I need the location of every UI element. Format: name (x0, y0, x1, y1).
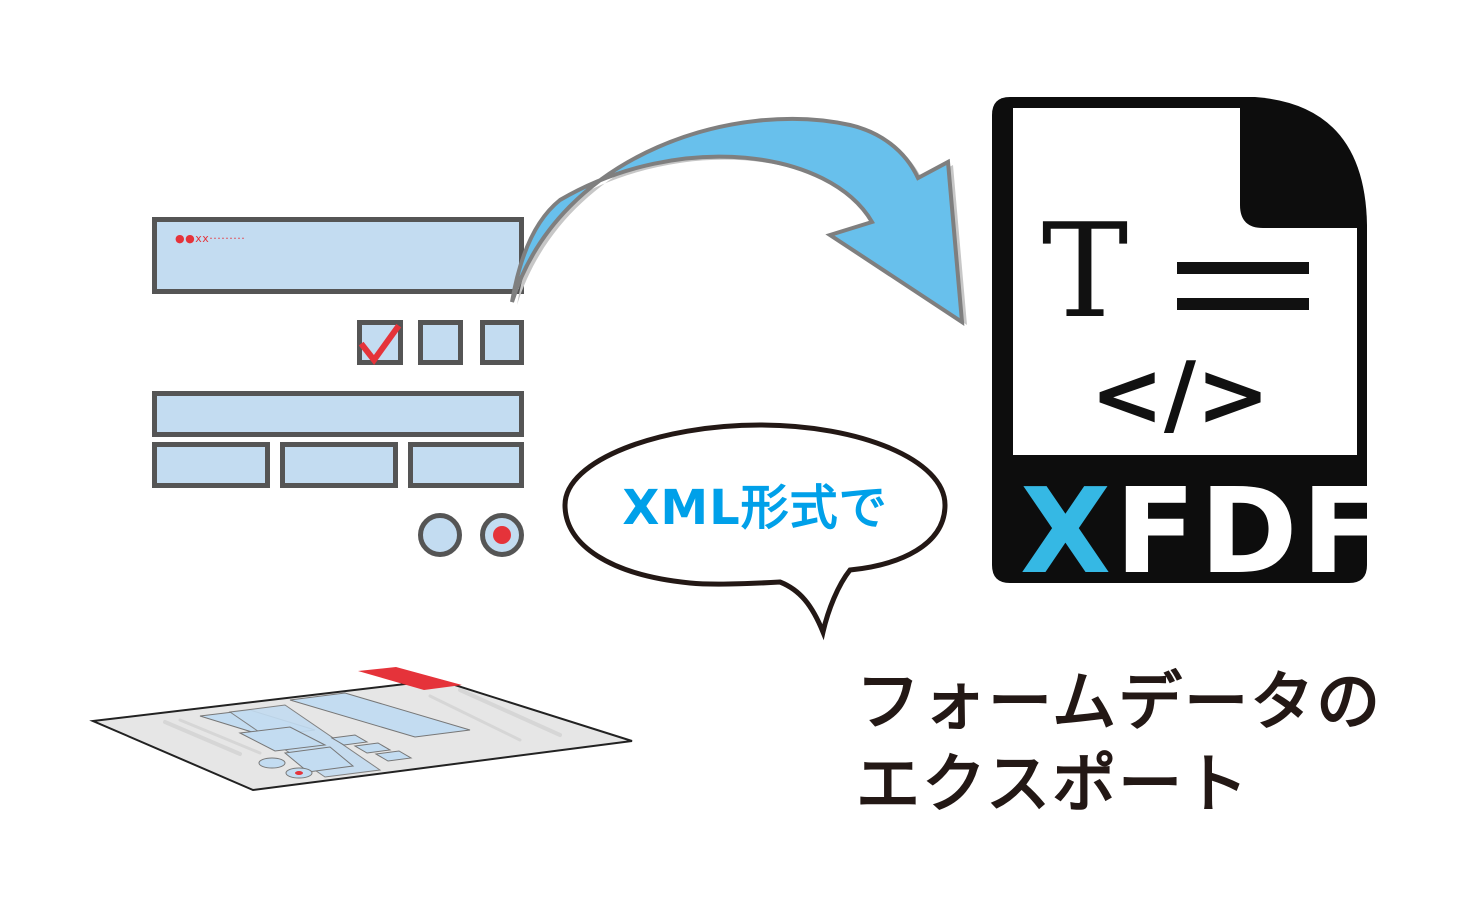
field-hint-text: ●●xx········· (175, 232, 246, 245)
text-field-small-3 (408, 442, 524, 488)
text-field-small-1 (152, 442, 270, 488)
xfdf-label: XFDF (1020, 472, 1382, 590)
caption: フォームデータの エクスポート (856, 662, 1382, 826)
svg-text:T: T (1042, 195, 1129, 347)
checkmark-icon (358, 323, 402, 365)
code-tag-icon: </> (1090, 343, 1270, 446)
checkbox-3 (480, 320, 524, 365)
radio-button-2 (480, 513, 524, 557)
text-t-icon: T (1042, 195, 1129, 347)
checkbox-1 (357, 320, 403, 365)
speech-bubble-text: XML形式で (622, 480, 888, 536)
text-field-wide (152, 391, 524, 437)
radio-selected-dot (493, 526, 511, 544)
checkbox-2 (418, 320, 463, 365)
caption-line-1: フォームデータの (856, 666, 1383, 740)
xfdf-label-x: X (1020, 462, 1115, 600)
xfdf-label-rest: FDF (1114, 462, 1387, 600)
caption-line-2: エクスポート (856, 748, 1251, 822)
radio-button-1 (418, 513, 462, 557)
text-field-name: ●●xx········· (152, 217, 524, 294)
text-field-small-2 (280, 442, 398, 488)
lines-icon (1177, 262, 1309, 274)
